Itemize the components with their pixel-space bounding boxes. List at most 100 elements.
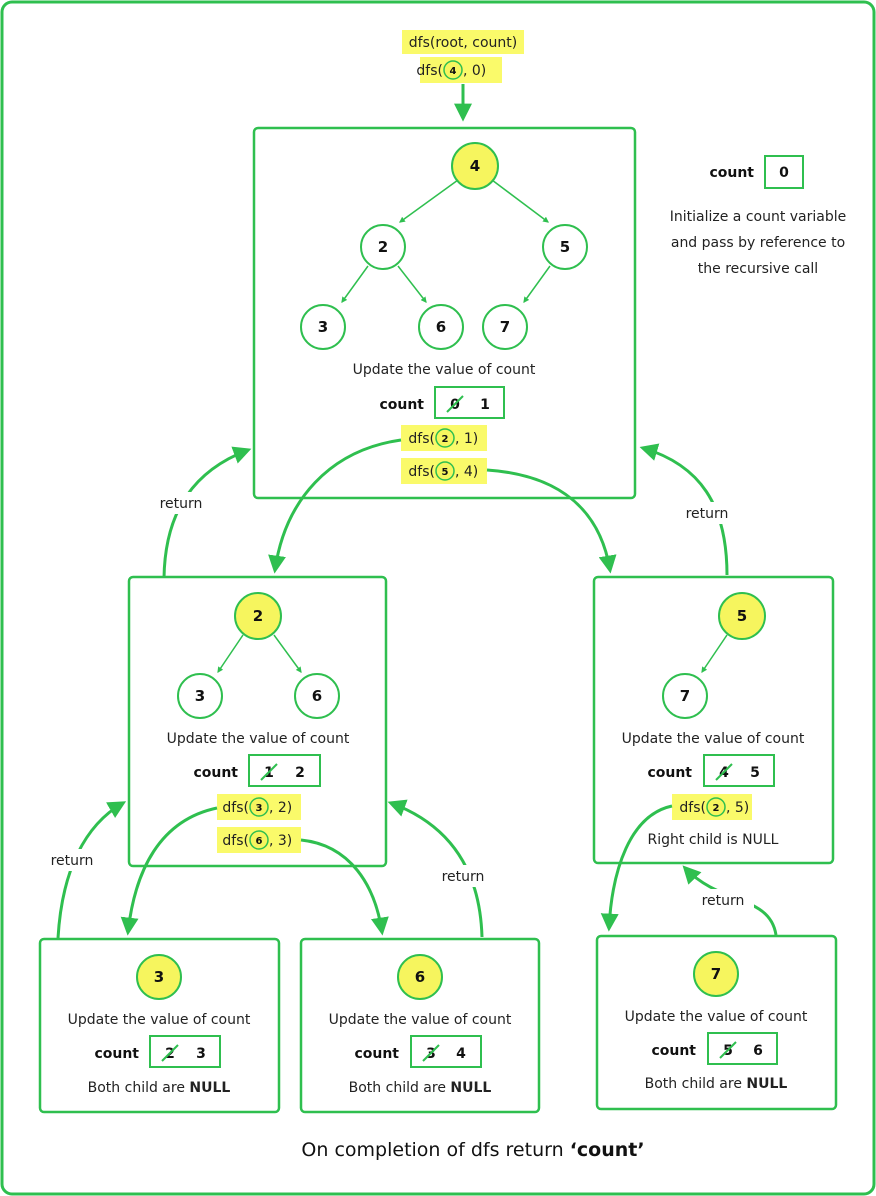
call-suffix: , 2) — [269, 800, 292, 816]
new-count-value: 3 — [196, 1046, 206, 1062]
call-prefix: dfs( — [416, 63, 443, 79]
return-label: return — [442, 869, 485, 885]
count-label: count — [651, 1043, 696, 1059]
count-box — [764, 155, 804, 189]
tree-edge — [523, 265, 551, 303]
strike-mark — [161, 1044, 179, 1062]
call-prefix: dfs( — [222, 833, 249, 849]
node-label: 6 — [312, 687, 322, 705]
node-label: 4 — [470, 157, 480, 175]
tree-node — [300, 304, 346, 350]
tree-edge — [399, 179, 459, 223]
node-label: 3 — [154, 968, 164, 986]
null-note-bold: NULL — [746, 1076, 787, 1092]
tree-edge — [217, 634, 244, 673]
count-box — [149, 1035, 221, 1068]
tree-node — [662, 673, 708, 719]
tree-node — [294, 673, 340, 719]
null-note: Both child are NULL — [349, 1080, 492, 1096]
update-text: Update the value of count — [353, 362, 536, 378]
small-node-circle — [706, 797, 726, 817]
count-box — [707, 1032, 778, 1065]
return-label: return — [51, 853, 94, 869]
null-note-bold: NULL — [450, 1080, 491, 1096]
box-frame — [299, 937, 541, 1114]
tree-edge — [341, 265, 369, 303]
node-2-box: 2 3 6 Update the value of count count 1 … — [127, 575, 388, 868]
box-frame — [127, 575, 388, 868]
node-label: 7 — [500, 318, 510, 336]
small-node-circle — [249, 830, 269, 850]
return-arrow — [639, 443, 729, 576]
small-node-label: 4 — [450, 66, 457, 77]
new-count-value: 1 — [480, 397, 490, 413]
node-label: 5 — [560, 238, 570, 256]
strike-mark — [715, 763, 733, 781]
node-label: 3 — [318, 318, 328, 336]
box-frame — [592, 575, 835, 865]
tree-edge — [701, 634, 728, 673]
return-label: return — [702, 893, 745, 909]
small-node-label: 6 — [256, 836, 263, 847]
return-label-bg — [692, 889, 754, 911]
top-call-text: dfs(root, count) — [409, 35, 518, 51]
tree-node-current — [234, 592, 282, 640]
note-line-3: the recursive call — [698, 261, 818, 277]
call-prefix: dfs( — [408, 431, 435, 447]
strike-mark — [719, 1041, 737, 1059]
new-count-value: 2 — [295, 765, 305, 781]
return-label-bg — [150, 492, 212, 514]
node-6-box: 6 Update the value of count count 3 4 Bo… — [299, 937, 541, 1114]
null-note-bold: NULL — [189, 1080, 230, 1096]
count-label: count — [354, 1046, 399, 1062]
caption-bold: ‘count’ — [570, 1139, 645, 1161]
side-note: count 0 Initialize a count variable and … — [670, 155, 847, 277]
box-frame — [38, 937, 281, 1114]
note-line-1: Initialize a count variable — [670, 209, 847, 225]
return-label: return — [686, 506, 729, 522]
call-arrow-left — [600, 804, 673, 932]
new-count-value: 4 — [456, 1046, 466, 1062]
call-suffix: , 1) — [455, 431, 478, 447]
small-node-circle — [249, 797, 269, 817]
tree-node-current — [451, 142, 499, 190]
call-suffix: , 4) — [455, 464, 478, 480]
small-node-circle — [435, 461, 455, 481]
null-note: Both child are NULL — [88, 1080, 231, 1096]
return-label: return — [160, 496, 203, 512]
call-arrow-right — [486, 468, 617, 574]
call-suffix: , 0) — [463, 63, 486, 79]
small-node-label: 2 — [713, 803, 720, 814]
return-label-bg — [677, 502, 739, 524]
tree-edge — [273, 634, 302, 673]
tree-node — [542, 224, 588, 270]
small-node-label: 5 — [442, 467, 449, 478]
call-prefix: dfs( — [222, 800, 249, 816]
node-3-box: 3 Update the value of count count 2 3 Bo… — [38, 937, 281, 1114]
tree-node — [360, 224, 406, 270]
tree-node-current — [693, 951, 739, 997]
node-label: 6 — [415, 968, 425, 986]
new-count-value: 6 — [753, 1043, 763, 1059]
call-prefix: dfs( — [679, 800, 706, 816]
return-label-bg — [40, 849, 102, 871]
count-box — [248, 754, 321, 787]
count-label: count — [379, 397, 424, 413]
top-call: dfs(root, count) dfs( 4 , 0) — [402, 30, 524, 83]
update-text: Update the value of count — [622, 731, 805, 747]
count-label: count — [193, 765, 238, 781]
count-value: 0 — [779, 165, 789, 181]
call-suffix: , 5) — [726, 800, 749, 816]
tree-node-current — [136, 954, 182, 1000]
update-text: Update the value of count — [68, 1012, 251, 1028]
tree-node — [418, 304, 464, 350]
box-frame — [595, 934, 838, 1111]
count-box — [410, 1035, 482, 1068]
node-label: 5 — [737, 607, 747, 625]
node-label: 3 — [195, 687, 205, 705]
tree-edge — [397, 265, 427, 303]
tree-node-current — [397, 954, 443, 1000]
count-label: count — [647, 765, 692, 781]
